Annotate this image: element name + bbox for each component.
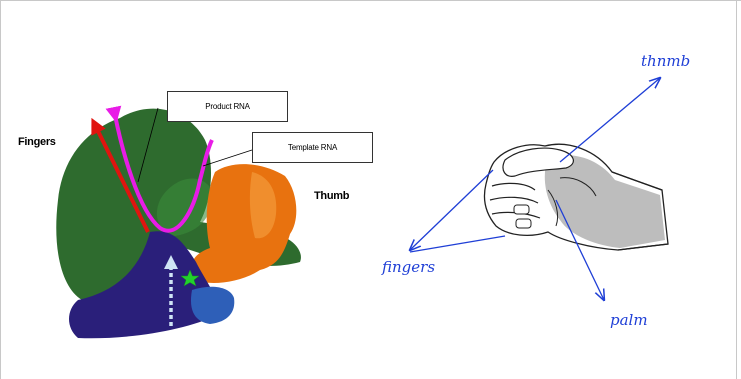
palm-annotation: palm xyxy=(610,311,648,329)
fingers-axis-arrow-2 xyxy=(410,236,505,252)
thumb-annotation: thnmb xyxy=(641,52,690,70)
hand-palm-shading xyxy=(545,155,665,248)
template-rna-label: Template RNA xyxy=(252,132,373,163)
hand-nail-1 xyxy=(514,205,529,214)
thumb-axis-arrow xyxy=(560,78,660,162)
palm-blue-subregion xyxy=(191,287,234,324)
fingers-label: Fingers xyxy=(18,136,56,148)
right-hand-sketch xyxy=(484,144,668,250)
fingers-axis-arrow-1 xyxy=(410,170,493,250)
thumb-label: Thumb xyxy=(314,190,349,202)
hand-finger-1 xyxy=(492,183,535,190)
fingers-annotation: fingers xyxy=(382,258,435,276)
hand-nail-2 xyxy=(516,219,531,228)
hand-finger-2 xyxy=(490,197,538,203)
product-rna-label: Product RNA xyxy=(167,91,288,122)
template-rna-leader xyxy=(203,150,252,166)
